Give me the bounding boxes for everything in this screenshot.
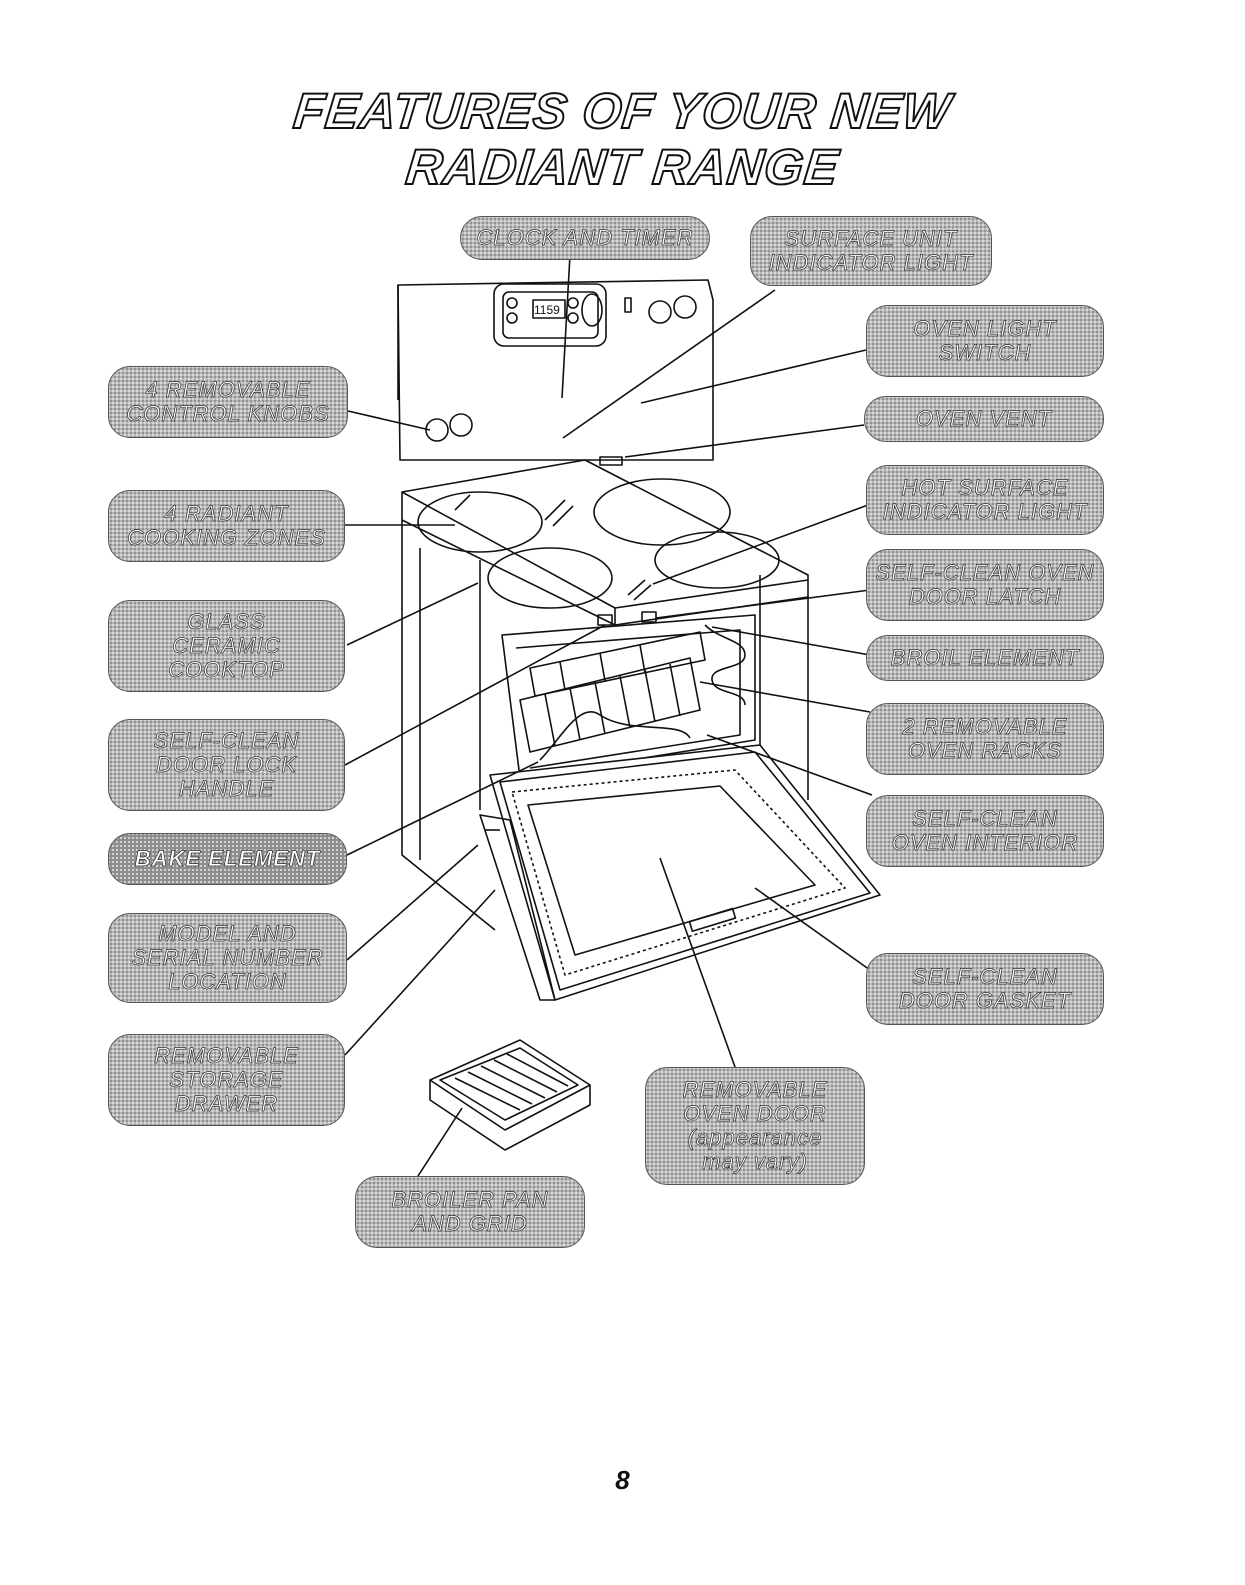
- callout-surface-unit-indicator-light: SURFACE UNIT INDICATOR LIGHT: [750, 216, 992, 286]
- callout-removable-storage-drawer: REMOVABLE STORAGE DRAWER: [108, 1034, 345, 1126]
- page-number: 8: [615, 1465, 630, 1495]
- callout-self-clean-door-gasket: SELF-CLEAN DOOR GASKET: [866, 953, 1104, 1025]
- callout-self-clean-oven-door-latch: SELF-CLEAN OVEN DOOR LATCH: [866, 549, 1104, 621]
- callout-bake-element: BAKE ELEMENT: [108, 833, 347, 885]
- range-body: [401, 520, 809, 931]
- callout-broiler-pan-and-grid: BROILER PAN AND GRID: [355, 1176, 585, 1248]
- door-window: [527, 785, 816, 956]
- callout-removable-oven-racks: 2 REMOVABLE OVEN RACKS: [866, 703, 1104, 775]
- storage-drawer: [479, 814, 556, 1001]
- broil-element-icon: [704, 624, 746, 706]
- callout-oven-light-switch: OVEN LIGHT SWITCH: [866, 305, 1104, 377]
- oven-cavity: [501, 614, 756, 779]
- cooking-zone-icon: [417, 478, 780, 609]
- callout-glass-ceramic-cooktop: GLASS CERAMIC COOKTOP: [108, 600, 345, 692]
- callout-oven-vent: OVEN VENT: [864, 396, 1104, 442]
- callout-radiant-cooking-zones: 4 RADIANT COOKING ZONES: [108, 490, 345, 562]
- callout-model-and-serial-number-location: MODEL AND SERIAL NUMBER LOCATION: [108, 913, 347, 1003]
- bake-element-icon: [539, 711, 691, 761]
- control-knob-icon: [425, 295, 697, 442]
- callout-clock-and-timer: CLOCK AND TIMER: [460, 216, 710, 260]
- oven-rack-icon: [519, 631, 706, 753]
- callout-removable-oven-door: REMOVABLE OVEN DOOR (appearance may vary…: [645, 1067, 865, 1185]
- leader-lines: [344, 254, 873, 1177]
- clock-display: 1159: [534, 303, 560, 317]
- callout-self-clean-door-lock-handle: SELF-CLEAN DOOR LOCK HANDLE: [108, 719, 345, 811]
- callout-removable-control-knobs: 4 REMOVABLE CONTROL KNOBS: [108, 366, 348, 438]
- door-gasket-icon: [511, 769, 846, 976]
- callout-hot-surface-indicator-light: HOT SURFACE INDICATOR LIGHT: [866, 465, 1104, 535]
- callout-broil-element: BROIL ELEMENT: [866, 635, 1104, 681]
- glass-cooktop: [401, 459, 809, 626]
- callout-self-clean-oven-interior: SELF-CLEAN OVEN INTERIOR: [866, 795, 1104, 867]
- backguard: [397, 279, 714, 461]
- broiler-pan-icon: [429, 1039, 591, 1151]
